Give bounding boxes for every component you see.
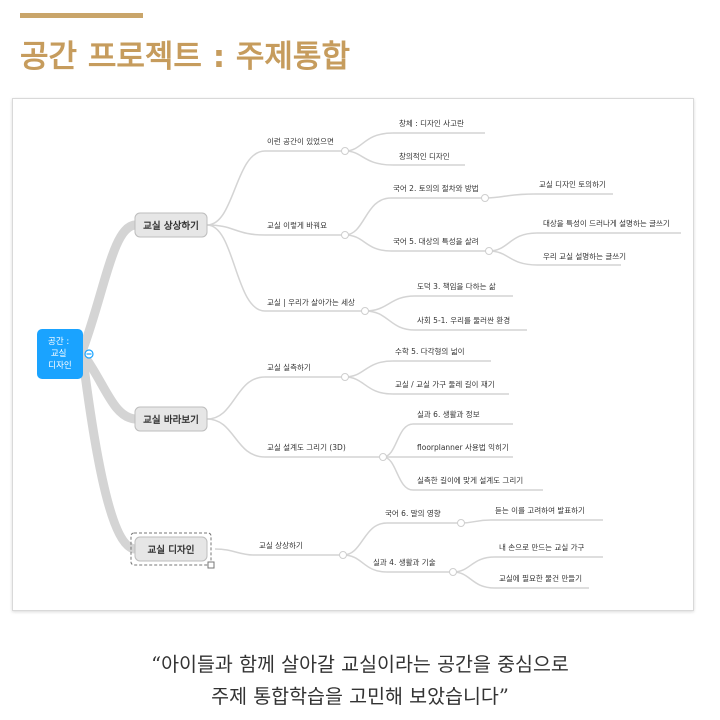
knob-b3s1[interactable] bbox=[339, 551, 347, 559]
branch3-resize-handle[interactable] bbox=[207, 561, 215, 569]
b2-sub1-leaf1: 수학 5. 다각형의 넓이 bbox=[395, 346, 465, 356]
b3-sub1-mid2-leaf1: 내 손으로 만드는 교실 가구 bbox=[499, 542, 585, 552]
b1-sub3-label: 교실 | 우리가 살아가는 세상 bbox=[267, 297, 355, 307]
link-b1s2-mid1 bbox=[344, 197, 485, 236]
link-b1s3-leaf2 bbox=[364, 310, 527, 331]
link-b1s3-leaf1 bbox=[364, 295, 513, 312]
link-b1-sub2 bbox=[206, 224, 345, 236]
link-b2-sub2 bbox=[206, 418, 383, 458]
caption-line-1: “아이들과 함께 살아갈 교실이라는 공간을 중심으로 bbox=[151, 653, 569, 676]
branch3-node[interactable] bbox=[134, 536, 208, 562]
link-b1s1-leaf2 bbox=[344, 150, 465, 166]
branch1-label: 교실 상상하기 bbox=[143, 220, 199, 232]
link-b2-sub1 bbox=[206, 376, 345, 420]
root-label-line3: 디자인 bbox=[48, 360, 71, 371]
knob-b1s1[interactable] bbox=[341, 147, 349, 155]
root-label-line2: 교실 bbox=[51, 348, 67, 359]
branch1-node[interactable] bbox=[134, 212, 208, 238]
b2-sub1-leaf2: 교실 / 교실 가구 둘레 길이 재기 bbox=[395, 379, 495, 389]
mindmap-frame: 공간 : 교실 디자인 교실 상상하기 교실 바라보기 교실 디자인 이런 공간… bbox=[12, 98, 694, 611]
b2-sub2-leaf3: 실측한 길이에 맞게 설계도 그리기 bbox=[417, 475, 523, 485]
mindmap-canvas: 공간 : 교실 디자인 교실 상상하기 교실 바라보기 교실 디자인 이런 공간… bbox=[37, 118, 681, 589]
link-b3s1m2-leaf1 bbox=[452, 556, 603, 573]
link-b3s1m1-leaf1 bbox=[460, 519, 603, 524]
knob-b1s3[interactable] bbox=[361, 307, 369, 315]
b2-sub2-leaf1: 실과 6. 생활과 정보 bbox=[417, 409, 480, 419]
b1-sub2-mid2-leaf1: 대상을 특성이 드러나게 설명하는 글쓰기 bbox=[543, 218, 670, 228]
b1-sub2-mid2-leaf2: 우리 교실 설명하는 글쓰기 bbox=[543, 251, 626, 261]
title-accent-bar bbox=[20, 13, 143, 18]
b1-sub2-mid1-leaf1: 교실 디자인 토의하기 bbox=[539, 179, 606, 189]
link-b2s1-leaf2 bbox=[344, 376, 509, 395]
link-b2s1-leaf1 bbox=[344, 360, 491, 378]
link-b1s2-mid2 bbox=[344, 234, 489, 252]
page-title: 공간 프로젝트 : 주제통합 bbox=[20, 39, 350, 75]
branch1-line bbox=[78, 220, 140, 354]
b1-sub3-leaf1: 도덕 3. 책임을 다하는 삶 bbox=[417, 281, 496, 291]
knob-b2s2[interactable] bbox=[379, 453, 387, 461]
root-label: 공간 : 교실 디자인 bbox=[48, 336, 72, 371]
b2-sub2-leaf2: floorplanner 사용법 익히기 bbox=[417, 442, 509, 452]
b3-sub1-mid1-leaf1: 듣는 이를 고려하여 발표하기 bbox=[495, 505, 585, 515]
knob-b3s1m1[interactable] bbox=[457, 519, 465, 527]
link-b1s2m2-leaf1 bbox=[488, 232, 681, 252]
branch3-selection-box bbox=[130, 532, 212, 566]
root-node[interactable] bbox=[37, 329, 83, 379]
knob-b3s1m2[interactable] bbox=[449, 568, 457, 576]
branch3-line bbox=[78, 354, 140, 554]
connector-lines bbox=[206, 132, 681, 589]
b3-sub1-mid2-label: 실과 4. 생활과 기술 bbox=[373, 557, 436, 567]
link-b1s2m1-leaf1 bbox=[484, 193, 613, 199]
caption-line-2: 주제 통합학습을 고민해 보았습니다” bbox=[211, 685, 509, 708]
b1-sub3-leaf2: 사회 5-1. 우리를 둘러싼 환경 bbox=[417, 315, 510, 325]
branch2-line bbox=[78, 349, 140, 424]
link-b1s1-leaf1 bbox=[344, 132, 485, 152]
b3-sub1-mid1-label: 국어 6. 말의 영향 bbox=[385, 508, 441, 518]
main-branch-lines bbox=[78, 220, 140, 554]
b3-sub1-label: 교실 상상하기 bbox=[259, 540, 303, 550]
link-b1-sub3 bbox=[206, 224, 365, 312]
knob-b2s1[interactable] bbox=[341, 373, 349, 381]
knob-b1s2[interactable] bbox=[341, 231, 349, 239]
knob-b1s2m2[interactable] bbox=[485, 247, 493, 255]
link-b3s1-mid2 bbox=[342, 554, 453, 573]
link-b1s2m2-leaf2 bbox=[488, 250, 621, 266]
b1-sub2-label: 교실 이렇게 바꿔요 bbox=[267, 220, 327, 230]
link-b1-sub1 bbox=[206, 150, 345, 226]
branch2-node[interactable] bbox=[134, 406, 208, 432]
link-b3s1-mid1 bbox=[342, 522, 461, 556]
knob-b1s2m1[interactable] bbox=[481, 194, 489, 202]
b1-sub1-label: 이런 공간이 있었으면 bbox=[267, 136, 334, 146]
b1-sub2-mid1-label: 국어 2. 토의의 절차와 방법 bbox=[393, 183, 479, 193]
root-label-line1: 공간 : bbox=[48, 336, 69, 347]
branch3-label: 교실 디자인 bbox=[147, 544, 194, 556]
b2-sub2-label: 교실 설계도 그리기 (3D) bbox=[267, 442, 346, 452]
link-b3-sub1 bbox=[214, 548, 343, 556]
b1-sub1-leaf1: 창체 : 디자인 사고란 bbox=[399, 118, 464, 128]
link-b2s2-leaf3 bbox=[382, 456, 543, 491]
link-b2s2-leaf1 bbox=[382, 423, 513, 458]
link-b3s1m2-leaf2 bbox=[452, 571, 589, 589]
branch2-label: 교실 바라보기 bbox=[143, 414, 199, 426]
collapse-knobs[interactable] bbox=[339, 147, 493, 576]
b1-sub1-leaf2: 창의적인 디자인 bbox=[399, 151, 450, 161]
b2-sub1-label: 교실 실측하기 bbox=[267, 362, 311, 372]
b3-sub1-mid2-leaf2: 교실에 필요한 물건 만들기 bbox=[499, 573, 582, 583]
b1-sub2-mid2-label: 국어 5. 대상의 특성을 살려 bbox=[393, 236, 479, 246]
topic-labels: 이런 공간이 있었으면 창체 : 디자인 사고란 창의적인 디자인 교실 이렇게… bbox=[259, 118, 670, 583]
